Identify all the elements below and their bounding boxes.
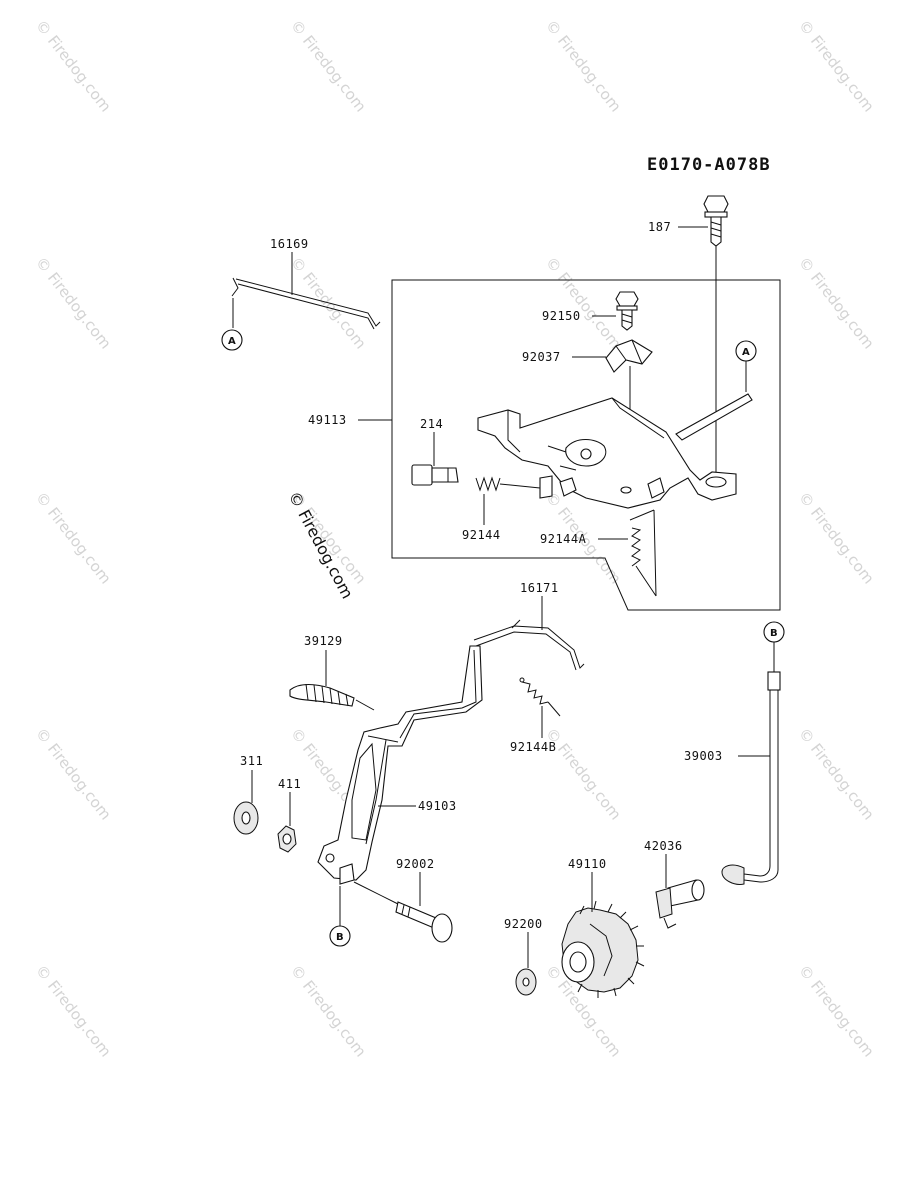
watermark: © Firedog.com [795,961,878,1060]
part-label-92144: 92144 [462,528,501,542]
spring-92144b [519,677,561,717]
part-label-411: 411 [278,777,301,791]
rod-16171 [473,619,585,671]
pin-214 [411,464,459,486]
part-label-311: 311 [240,754,263,768]
part-label-214: 214 [420,417,443,431]
gear-49110 [561,900,645,998]
bolt-187 [703,195,729,474]
watermark: © Firedog.com [32,488,115,587]
watermark: © Firedog.com [542,253,625,352]
watermark: © Firedog.com [542,16,625,115]
pin-92002 [353,881,453,943]
watermark: © Firedog.com [32,16,115,115]
watermark: © Firedog.com [795,724,878,823]
spring-92144a [629,509,657,597]
nut-411 [277,825,297,853]
watermark: © Firedog.com [795,488,878,587]
callout-b-lower-text: B [336,932,344,943]
watermark: © Firedog.com [795,16,878,115]
watermark: © Firedog.com [287,16,370,115]
rod-16169 [231,277,381,330]
part-label-39129: 39129 [304,634,343,648]
watermark: © Firedog.com [795,253,878,352]
callout-b-upper-text: B [770,628,778,639]
callout-a-left [221,329,243,351]
part-label-39003: 39003 [684,749,723,763]
lever-49103 [317,645,483,885]
part-label-92037: 92037 [522,350,561,364]
callout-a-right-text: A [742,347,750,358]
diagram-code: E0170-A078B [647,155,771,175]
watermark: © Firedog.com [32,253,115,352]
part-label-92002: 92002 [396,857,435,871]
collar-42036 [655,879,705,929]
part-label-49103: 49103 [418,799,457,813]
part-label-187: 187 [648,220,671,234]
part-label-49110: 49110 [568,857,607,871]
assembly-frame [391,279,781,611]
rod-39003 [721,642,781,885]
part-label-92144a: 92144A [540,532,587,546]
spring-92144 [475,475,553,499]
plate-49113 [477,393,753,509]
callout-a-left-text: A [228,336,236,347]
grip-39129 [289,683,375,711]
part-label-49113: 49113 [308,413,347,427]
part-label-42036: 42036 [644,839,683,853]
part-label-16169: 16169 [270,237,309,251]
part-label-92144b: 92144B [510,740,556,754]
watermark: © Firedog.com [32,961,115,1060]
part-label-16171: 16171 [520,581,559,595]
watermark: © Firedog.com [287,961,370,1060]
watermark: © Firedog.com [32,724,115,823]
part-label-92150: 92150 [542,309,581,323]
washer-92200 [515,968,537,996]
bolt-92150 [615,291,639,331]
callout-b-lower [329,925,351,947]
part-label-92200: 92200 [504,917,543,931]
washer-311 [233,801,259,835]
